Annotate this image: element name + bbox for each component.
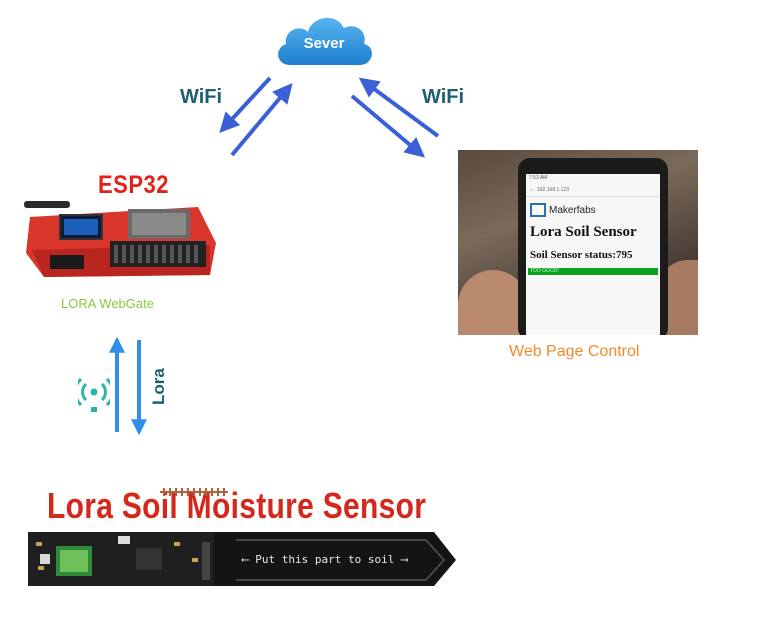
phone: 7:53 AM ⌂ 192.168.1.123 Makerfabs Lora S… bbox=[518, 158, 668, 335]
server-cloud: Sever bbox=[270, 10, 378, 72]
phone-photo: 7:53 AM ⌂ 192.168.1.123 Makerfabs Lora S… bbox=[458, 150, 698, 335]
esp32-title: ESP32 bbox=[98, 170, 169, 199]
wifi-left-arrow-up bbox=[230, 82, 293, 157]
makerfabs-brand: Makerfabs bbox=[530, 203, 660, 217]
hand-left bbox=[458, 270, 528, 335]
phone-status-time: 7:53 AM bbox=[529, 175, 548, 181]
probe-text: ⟵ Put this part to soil ⟶ bbox=[242, 553, 408, 566]
makerfabs-logo-icon bbox=[530, 203, 546, 217]
brand-name: Makerfabs bbox=[549, 204, 596, 216]
soil-sensor-image: ⟵ Put this part to soil ⟶ bbox=[24, 488, 460, 598]
phone-screen: 7:53 AM ⌂ 192.168.1.123 Makerfabs Lora S… bbox=[526, 174, 660, 335]
wifi-label-left: WiFi bbox=[180, 86, 223, 108]
web-page-control-label: Web Page Control bbox=[509, 343, 640, 360]
wireless-signal-icon bbox=[74, 374, 114, 414]
probe-text-label: Put this part to soil bbox=[255, 553, 395, 566]
arrow-right-icon: ⟶ bbox=[394, 553, 408, 566]
cloud-icon bbox=[278, 17, 372, 65]
esp32-board-image bbox=[20, 195, 220, 285]
sensor-status: Soil Sensor status:795 bbox=[530, 249, 633, 261]
lora-webgate-label: LORA WebGate bbox=[61, 296, 154, 311]
wifi-right-arrow-down bbox=[350, 94, 426, 158]
server-label: Sever bbox=[303, 34, 345, 52]
lora-link-label: Lora bbox=[149, 368, 168, 405]
sensor-title: Lora Soil Moisture Sensor bbox=[47, 487, 427, 527]
status-bar: TOO GOOD! bbox=[528, 268, 658, 275]
home-icon: ⌂ bbox=[530, 187, 534, 193]
page-heading: Lora Soil Sensor bbox=[530, 224, 637, 240]
arrow-left-icon: ⟵ bbox=[242, 553, 256, 566]
phone-url: 192.168.1.123 bbox=[537, 187, 570, 193]
wifi-label-right: WiFi bbox=[422, 86, 465, 108]
wifi-left-arrow-down bbox=[219, 76, 272, 133]
phone-url-bar: ⌂ 192.168.1.123 bbox=[526, 184, 660, 197]
